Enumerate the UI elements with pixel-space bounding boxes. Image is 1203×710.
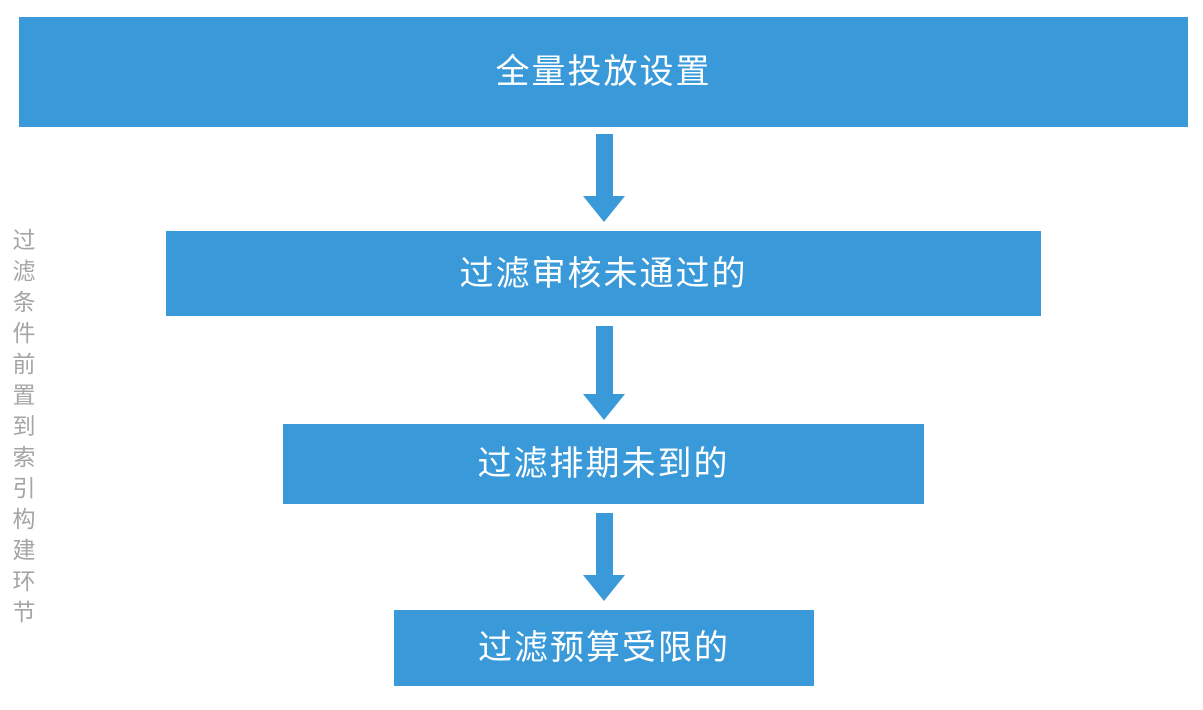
side-annotation-vertical-text: 过滤条件前置到索引构建环节: [9, 228, 35, 631]
arrow-shaft: [595, 513, 613, 575]
arrow-down-icon: [583, 513, 625, 601]
funnel-step-1: 全量投放设置: [19, 17, 1188, 127]
funnel-step-3-label: 过滤排期未到的: [477, 445, 730, 483]
funnel-step-2: 过滤审核未通过的: [166, 231, 1041, 316]
funnel-step-4: 过滤预算受限的: [394, 610, 814, 686]
arrow-head: [583, 394, 625, 420]
arrow-head: [583, 196, 625, 222]
funnel-step-3: 过滤排期未到的: [283, 424, 924, 504]
arrow-shaft: [595, 134, 613, 196]
arrow-down-icon: [583, 134, 625, 222]
arrow-down-icon: [583, 326, 625, 420]
funnel-step-4-label: 过滤预算受限的: [478, 629, 730, 667]
arrow-head: [583, 575, 625, 601]
funnel-step-2-label: 过滤审核未通过的: [459, 254, 748, 293]
funnel-step-1-label: 全量投放设置: [495, 53, 712, 91]
arrow-shaft: [595, 326, 613, 394]
